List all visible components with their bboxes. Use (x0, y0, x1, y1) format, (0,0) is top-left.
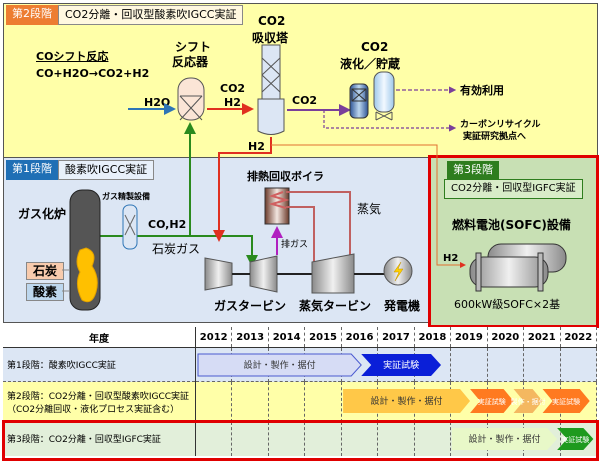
process-flow-graphics (62, 44, 567, 311)
stage2-title: CO2分離・回収型酸素吹IGCC実証 (58, 5, 244, 25)
schedule-bar (343, 389, 471, 413)
schedule-bar-label: 実証試験 (561, 435, 589, 444)
co2-label-1: CO2 (220, 82, 246, 95)
steam-turbine-label: 蒸気タービン (299, 299, 372, 313)
oxygen-input-tag: 酸素 (26, 283, 64, 301)
sofc-spec: 600kW級SOFC×2基 (454, 298, 561, 311)
lightning-icon (393, 261, 404, 282)
stage1-badge: 第1段階 (6, 160, 58, 180)
h2-label-1: H2 (224, 96, 241, 109)
row-label-text: 第3段階：CO2分離・回収型IGFC実証 (7, 435, 161, 445)
gasifier-label: ガス化炉 (18, 207, 67, 221)
year-header: 2020 (487, 327, 525, 348)
storage-label-2: 液化／貯蔵 (340, 57, 401, 71)
year-header: 2013 (231, 327, 269, 348)
schedule-row-label: 第1段階：酸素吹IGCC実証 (3, 347, 196, 382)
year-header: 2014 (268, 327, 306, 348)
gas-turbine (249, 255, 278, 293)
co2-to-storage-label: CO2 (292, 94, 318, 107)
stage1-header: 第1段階 酸素吹IGCC実証 (6, 160, 155, 180)
storage-label-1: CO2 (361, 40, 389, 54)
exhaust-gas-label: 排ガス (281, 240, 309, 250)
year-header: 2019 (450, 327, 488, 348)
sofc-unit-front (469, 256, 549, 288)
year-header: 2022 (560, 327, 598, 348)
h2-gt-line (213, 137, 272, 242)
steam-turbine (311, 253, 355, 294)
shift-reactor-label-1: シフト (175, 40, 212, 54)
schedule-row-label: 第2段階：CO2分離・回収型酸素吹IGCC実証 （CO2分離回収・液化プロセス実証… (3, 381, 196, 422)
h2-out-label: H2 (248, 140, 265, 153)
gas-cleanup-label: ガス精製設備 (102, 192, 150, 201)
schedule-bar (197, 353, 362, 377)
h2-sofc-line (271, 144, 466, 268)
schedule-bar (451, 428, 558, 450)
year-header: 2015 (304, 327, 342, 348)
stage3-title: CO2分離・回収型IGFC実証 (444, 179, 583, 199)
row-label-subtext: （CO2分離回収・液化プロセス実証含む） (7, 404, 180, 415)
stage2-panel (3, 3, 598, 158)
stage1-title: 酸素吹IGCC実証 (58, 160, 155, 180)
row-label-text: 第1段階：酸素吹IGCC実証 (7, 361, 116, 371)
schedule-bar-label: 実証試験 (478, 397, 506, 406)
absorber-label-2: 吸収塔 (252, 31, 289, 45)
carbon-recycle-label-1: カーボンリサイクル (460, 120, 541, 130)
steam-label: 蒸気 (357, 202, 382, 216)
steam-line (286, 191, 351, 262)
schedule-row-stage2: 第2段階：CO2分離・回収型酸素吹IGCC実証 （CO2分離回収・液化プロセス実証… (3, 381, 598, 422)
schedule-bar-label: 実証試験 (552, 397, 580, 406)
carbon-recycle-label-2: 実証研究拠点へ (463, 132, 527, 142)
schedule-bar-label: 設計・製作・据付 (371, 395, 443, 407)
coal-input-tag: 石炭 (26, 262, 64, 280)
shift-reaction-title: COシフト反応 (36, 50, 109, 63)
year-header: 2018 (414, 327, 452, 348)
co-h2-label: CO,H2 (148, 218, 187, 231)
coal-gas-label: 石炭ガス (152, 242, 201, 256)
gas-turbine-label: ガスタービン (214, 299, 287, 313)
effective-use-label: 有効利用 (460, 84, 504, 97)
hrsg-label: 排熱回収ボイラ (247, 170, 324, 183)
schedule-bar (513, 389, 543, 413)
schedule-bar-label: 設計・製作・据付 (468, 433, 540, 445)
coal-gas-line (100, 235, 258, 267)
schedule-table: 年度 2012 2013 2014 2015 2016 2017 2018 20… (3, 327, 598, 456)
schedule-row-label: 第3段階：CO2分離・回収型IGFC実証 (3, 421, 196, 456)
schedule-header-fiscal-year: 年度 (3, 327, 196, 348)
year-header: 2016 (341, 327, 379, 348)
schedule-bar-label: 製作・据付 (511, 397, 546, 406)
schedule-bar (542, 389, 590, 413)
row-label-text: 第2段階：CO2分離・回収型酸素吹IGCC実証 (7, 391, 190, 402)
stage2-badge: 第2段階 (6, 5, 58, 25)
absorber-label-1: CO2 (258, 14, 286, 28)
generator-label: 発電機 (384, 299, 421, 313)
year-header: 2012 (195, 327, 233, 348)
schedule-bar (361, 354, 442, 376)
gas-turbine-compressor (204, 257, 233, 291)
year-header: 2021 (523, 327, 561, 348)
schedule-bar-label: 実証試験 (383, 359, 419, 371)
sofc-title: 燃料電池(SOFC)設備 (452, 218, 571, 232)
gas-cleanup-unit (122, 204, 138, 250)
stage2-header: 第2段階 CO2分離・回収型酸素吹IGCC実証 (6, 5, 244, 25)
shift-reactor (177, 77, 205, 121)
stage3-badge: 第3段階 (447, 161, 499, 179)
shift-reaction-formula: CO+H2O→CO2+H2 (36, 67, 150, 80)
h2o-label: H2O (144, 96, 171, 109)
schedule-bar (557, 428, 594, 450)
sofc-h2-label: H2 (443, 253, 459, 264)
carbon-recycle-arrow (323, 110, 457, 132)
stage3-highlight (2, 420, 599, 461)
schedule-bar (470, 389, 514, 413)
year-header: 2017 (377, 327, 415, 348)
co2-storage-tank (373, 71, 395, 113)
schedule-bar-label: 設計・製作・据付 (244, 359, 316, 371)
shift-reactor-label-2: 反応器 (172, 55, 209, 69)
